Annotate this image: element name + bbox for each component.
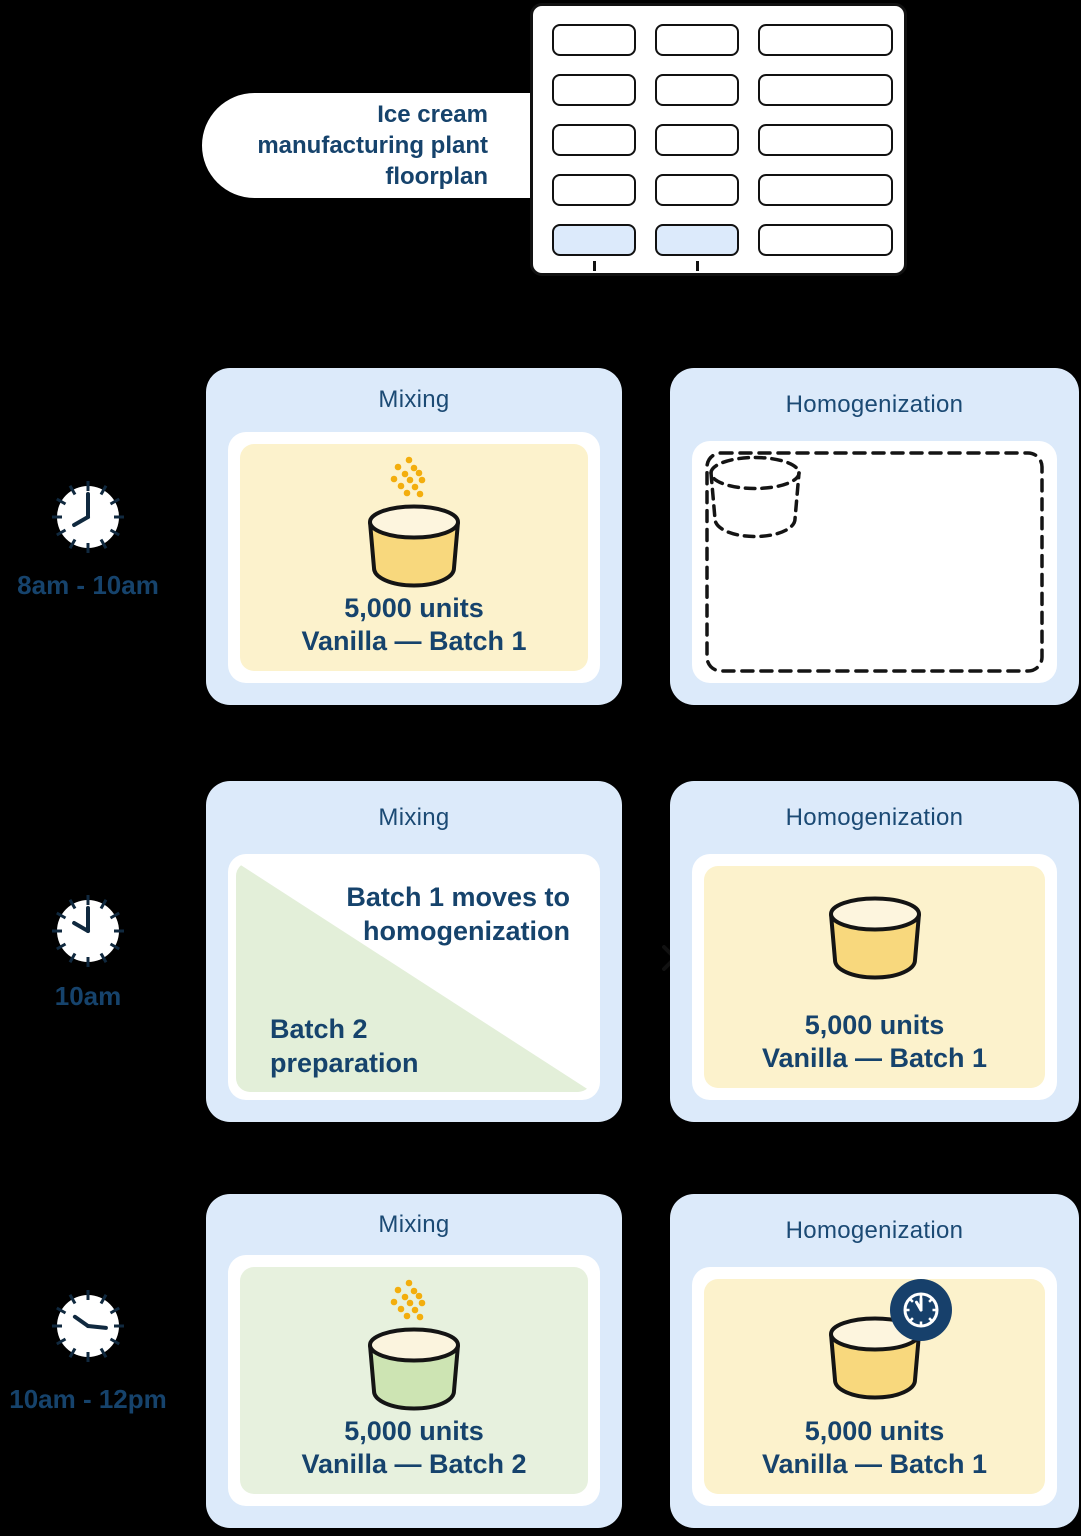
grid-cell: [758, 74, 893, 106]
grid-cell: [758, 124, 893, 156]
batch-label: Vanilla — Batch 2: [301, 1449, 527, 1479]
batch2-triangle-shape: [236, 862, 592, 1092]
homogenization-card-row3: Homogenization 5,000 units Vanilla — Bat…: [670, 1194, 1079, 1528]
mixing-card-row2: Mixing Batch 1 moves to homogenization B…: [206, 781, 622, 1122]
dashed-vat-icon: [709, 455, 801, 539]
station-header: Mixing: [378, 1210, 450, 1238]
time-label: 10am - 12pm: [9, 1384, 167, 1414]
station-header: Homogenization: [785, 803, 964, 831]
timer-badge-icon: [890, 1279, 952, 1341]
time-label: 8am - 10am: [17, 570, 159, 600]
vat-icon: [828, 1316, 921, 1400]
mixing-card-row3: Mixing: [206, 1194, 622, 1528]
mixing-vat-icon: [368, 456, 460, 588]
grid-cell: [758, 224, 893, 256]
grid-cell: [552, 74, 636, 106]
grid-cell: [655, 174, 739, 206]
units-label: 5,000 units: [344, 593, 484, 623]
grid-cell: [758, 174, 893, 206]
units-label: 5,000 units: [804, 1010, 945, 1040]
homogenization-card-row1: Homogenization: [670, 368, 1079, 705]
grid-cell: [552, 24, 636, 56]
station-header: Mixing: [378, 803, 450, 831]
dashed-slot: [705, 451, 1044, 673]
batch-panel: 5,000 units Vanilla — Batch 1: [240, 444, 588, 671]
grid-cell: [552, 174, 636, 206]
grid-cell: [758, 24, 893, 56]
grid-cell-highlight-homogenization: [655, 224, 739, 256]
connector-tick: [696, 261, 699, 271]
grid-cell: [655, 74, 739, 106]
batch-panel: 5,000 units Vanilla — Batch 2: [240, 1267, 588, 1494]
batch-label: Vanilla — Batch 1: [301, 626, 527, 656]
station-header: Homogenization: [785, 1216, 964, 1244]
station-header: Mixing: [378, 386, 450, 413]
units-label: 5,000 units: [804, 1416, 945, 1446]
batch-panel: 5,000 units Vanilla — Batch 1: [704, 1279, 1045, 1494]
units-label: 5,000 units: [344, 1416, 484, 1446]
clock-icon: [52, 1290, 124, 1362]
time-label: 10am: [54, 981, 122, 1011]
floorplan-label: Ice cream manufacturing plant floorplan: [257, 101, 488, 190]
vat-icon: [828, 896, 921, 980]
grid-cell-highlight-mixing: [552, 224, 636, 256]
homogenization-card-row2: Homogenization 5,000 units Vanilla — Bat…: [670, 781, 1079, 1122]
batch-label: Vanilla — Batch 1: [761, 1449, 988, 1479]
batch-panel: 5,000 units Vanilla — Batch 1: [704, 866, 1045, 1088]
floorplan-label-capsule: Ice cream manufacturing plant floorplan: [202, 93, 532, 198]
grid-cell: [655, 124, 739, 156]
batch-label: Vanilla — Batch 1: [761, 1043, 988, 1073]
grid-cell: [552, 124, 636, 156]
grid-cell: [655, 24, 739, 56]
floorplan-grid: [530, 3, 907, 276]
mixing-vat-icon: [368, 1279, 460, 1411]
transition-note: Batch 1 moves to homogenization: [346, 882, 570, 946]
preparation-note: Batch 2 preparation: [270, 1014, 419, 1078]
clock-icon: [52, 895, 124, 967]
clock-icon: [52, 481, 124, 553]
connector-tick: [593, 261, 596, 271]
mixing-card-row1: Mixing: [206, 368, 622, 705]
sprinkles-icon: [390, 1279, 426, 1321]
sprinkles-icon: [390, 456, 426, 498]
station-header: Homogenization: [785, 390, 964, 418]
